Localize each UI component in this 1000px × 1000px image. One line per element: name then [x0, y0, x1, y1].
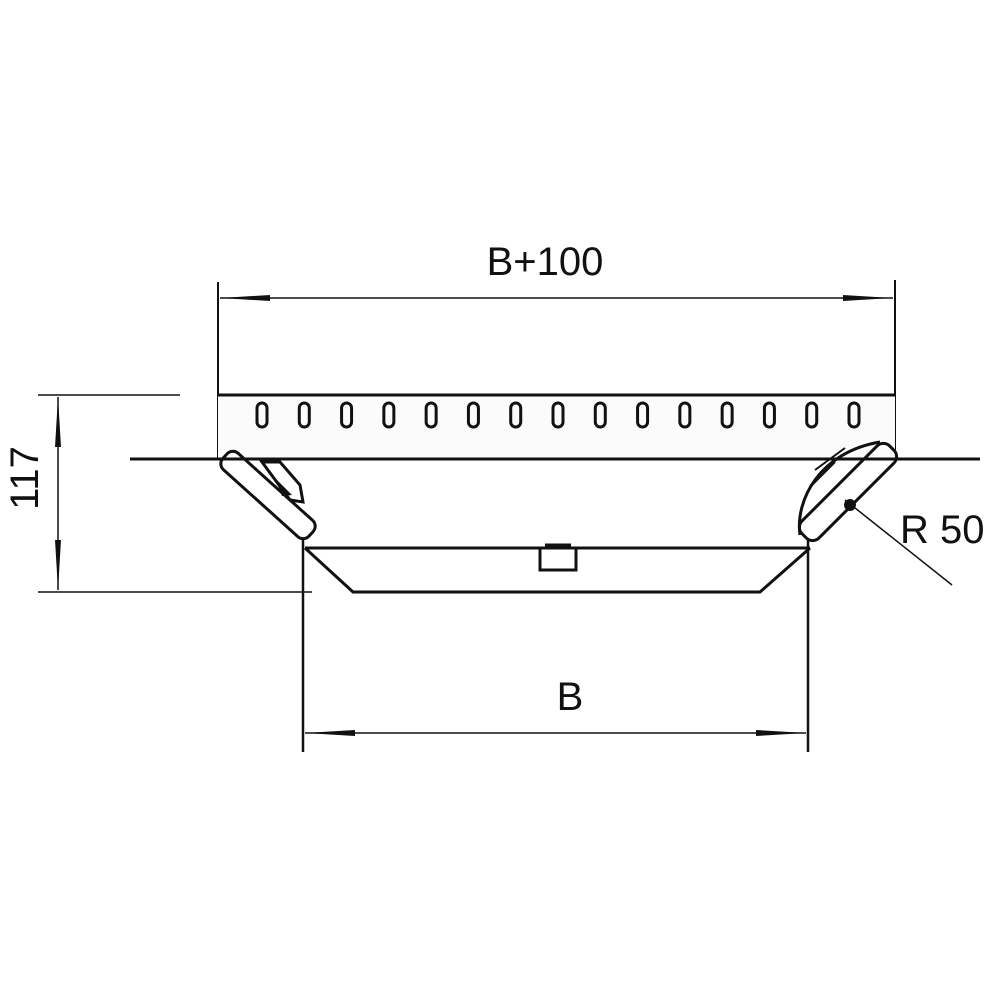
- overall-width-dimension: B+100: [217, 240, 896, 460]
- slot-hole: [805, 401, 819, 429]
- slot-hole: [509, 401, 523, 429]
- slot-hole: [382, 401, 396, 429]
- inner-width-label: B: [557, 675, 584, 719]
- inner-width-dimension: B: [301, 540, 810, 752]
- slot-hole: [466, 401, 480, 429]
- height-dimension: 117: [3, 394, 312, 593]
- slot-hole: [424, 401, 438, 429]
- slot-hole: [636, 401, 650, 429]
- overall-width-label: B+100: [487, 240, 604, 284]
- slot-hole: [678, 401, 692, 429]
- height-label: 117: [3, 446, 47, 510]
- slot-hole: [551, 401, 565, 429]
- radius-label: R 50: [900, 508, 985, 552]
- slot-row: [255, 401, 861, 429]
- slot-hole: [720, 401, 734, 429]
- slot-hole: [255, 401, 269, 429]
- left-hinge-bracket: [219, 449, 317, 541]
- slot-hole: [340, 401, 354, 429]
- right-hinge-bracket: R 50: [797, 440, 985, 586]
- slot-hole: [593, 401, 607, 429]
- perforated-side-rail: [130, 393, 980, 461]
- radius-leader-line: [844, 499, 953, 586]
- center-clip: [538, 543, 578, 572]
- slot-hole: [297, 401, 311, 429]
- slot-hole: [762, 401, 776, 429]
- tray-bottom: [303, 543, 811, 594]
- slot-hole: [847, 401, 861, 429]
